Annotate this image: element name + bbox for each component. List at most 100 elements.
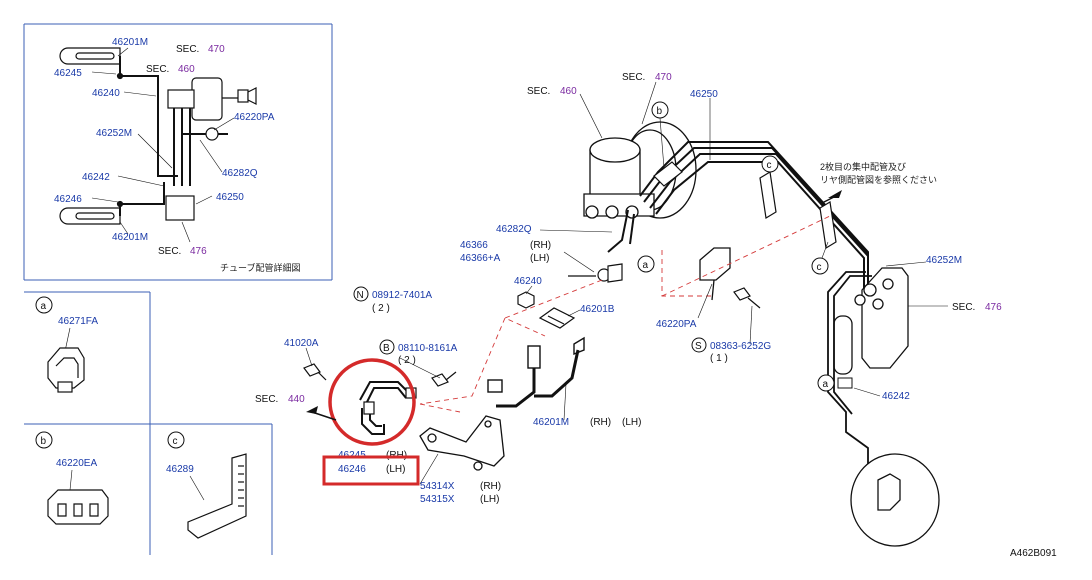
inset-sec-460-number: 460 [178, 64, 195, 75]
bolt-41020A [303, 363, 327, 381]
inset-valve-icon [237, 89, 249, 103]
inset-tube-detail: 46201M 46245 46240 46252M 46242 46246 46… [54, 37, 300, 273]
tube-clips [653, 161, 837, 249]
label-54314X: 54314X [420, 481, 455, 492]
inset-label-46246: 46246 [54, 194, 82, 205]
label-46220PA: 46220PA [656, 319, 697, 330]
label-54315X: 54315X [420, 494, 455, 505]
panel-c-callout: c [173, 436, 178, 447]
label-46250: 46250 [690, 89, 718, 100]
svg-text:B: B [383, 343, 390, 354]
brake-disc [850, 453, 940, 547]
panel-a: a 46271FA [35, 296, 98, 393]
inset-sec-470-label: SEC. [176, 44, 199, 55]
diagram-code: A462B091 [1010, 548, 1057, 559]
inset-tubes [119, 56, 228, 216]
label-54315X-side: (LH) [480, 494, 499, 505]
callout-c-main-1: c [761, 155, 779, 173]
qty-08110: ( 2 ) [398, 355, 416, 366]
bolt-08110 [431, 371, 457, 387]
dashed-leaders [419, 215, 831, 413]
inset-label-46240: 46240 [92, 88, 120, 99]
sec-460-label: SEC. [527, 86, 550, 97]
svg-text:a: a [643, 260, 649, 271]
inset-sec-460-label: SEC. [146, 64, 169, 75]
bracket-46289-icon [187, 453, 247, 539]
inset-label-46282Q: 46282Q [222, 168, 258, 179]
inset-label-46252M: 46252M [96, 128, 132, 139]
svg-text:N: N [357, 290, 364, 301]
bolt-08363 [733, 287, 761, 309]
sec-440-number: 440 [288, 394, 305, 405]
inset-sec-470-number: 470 [208, 44, 225, 55]
callout-c-main-2: c [811, 241, 829, 275]
sec-476-number: 476 [985, 302, 1002, 313]
label-46201M-rh: (RH) [590, 417, 611, 428]
highlight-circle-46246 [328, 358, 416, 446]
callout-b-main: b [651, 101, 669, 169]
svg-text:c: c [767, 160, 772, 171]
flare-fitting [568, 263, 623, 283]
inset-label-46220PA: 46220PA [234, 112, 275, 123]
panel-c-part-46289: 46289 [166, 464, 194, 475]
inset-clip-bottom-slot [75, 212, 115, 220]
callout-a-rear: a [817, 374, 853, 392]
qty-08912: ( 2 ) [372, 303, 390, 314]
label-46366-side: (RH) [530, 240, 551, 251]
panel-b-part-46220EA: 46220EA [56, 458, 97, 469]
note-arrow [828, 190, 842, 198]
label-46366A: 46366+A [460, 253, 501, 264]
clip-46271FA-icon [47, 347, 85, 393]
nut-46240 [517, 291, 535, 309]
fastener-B: B 08110-8161A ( 2 ) [379, 339, 458, 366]
label-08363-6252G: 08363-6252G [710, 341, 771, 352]
label-46246: 46246 [338, 464, 366, 475]
panel-c: c 46289 [166, 431, 247, 539]
label-54314X-side: (RH) [480, 481, 501, 492]
label-46252M: 46252M [926, 255, 962, 266]
brake-hose-46201M [487, 336, 585, 408]
leader-lines [305, 81, 948, 485]
note-line-1: 2枚目の集中配管及び [820, 161, 906, 172]
sec440-arrow [306, 406, 318, 414]
clip-46220EA-icon [47, 489, 109, 525]
inset-caption: チューブ配管詳細図 [220, 262, 300, 273]
inset-booster [191, 77, 223, 121]
panel-a-part-46271FA: 46271FA [58, 316, 98, 327]
clip-46201B [538, 307, 576, 329]
sec-470-number: 470 [655, 72, 672, 83]
main-diagram: b c c 2枚目の集中配管及び リヤ側配管図を参照ください [255, 72, 1057, 559]
label-46201B: 46201B [580, 304, 615, 315]
svg-text:S: S [695, 341, 702, 352]
sec-476-label: SEC. [952, 302, 975, 313]
inset-label-46250: 46250 [216, 192, 244, 203]
bracket-54314X [419, 415, 505, 471]
panel-b-callout: b [41, 436, 47, 447]
fastener-S: S 08363-6252G ( 1 ) [691, 337, 771, 364]
label-46246-side: (LH) [386, 464, 405, 475]
sec-440-label: SEC. [255, 394, 278, 405]
panel-b: b 46220EA [35, 431, 109, 525]
inset-clip-top-slot [75, 52, 115, 60]
label-46366: 46366 [460, 240, 488, 251]
inset-sec-476-label: SEC. [158, 246, 181, 257]
sec-470-label: SEC. [622, 72, 645, 83]
note-line-2: リヤ側配管図を参照ください [820, 174, 937, 185]
sec-460-number: 460 [560, 86, 577, 97]
label-46242: 46242 [882, 391, 910, 402]
svg-text:a: a [823, 379, 829, 390]
label-41020A: 41020A [284, 338, 319, 349]
label-46366A-side: (LH) [530, 253, 549, 264]
callout-a-front: a [637, 255, 655, 273]
label-46201M: 46201M [533, 417, 569, 428]
label-08912-7401A: 08912-7401A [372, 290, 432, 301]
inset-label-46242: 46242 [82, 172, 110, 183]
inset-master-cyl [167, 89, 195, 109]
inset-label-46201M-top: 46201M [112, 37, 148, 48]
fastener-N: N 08912-7401A ( 2 ) [353, 286, 432, 314]
inset-junction-block [165, 195, 195, 221]
highlight-box-46246 [322, 455, 420, 486]
label-08110-8161A: 08110-8161A [398, 343, 458, 354]
frame-lines [23, 23, 333, 555]
